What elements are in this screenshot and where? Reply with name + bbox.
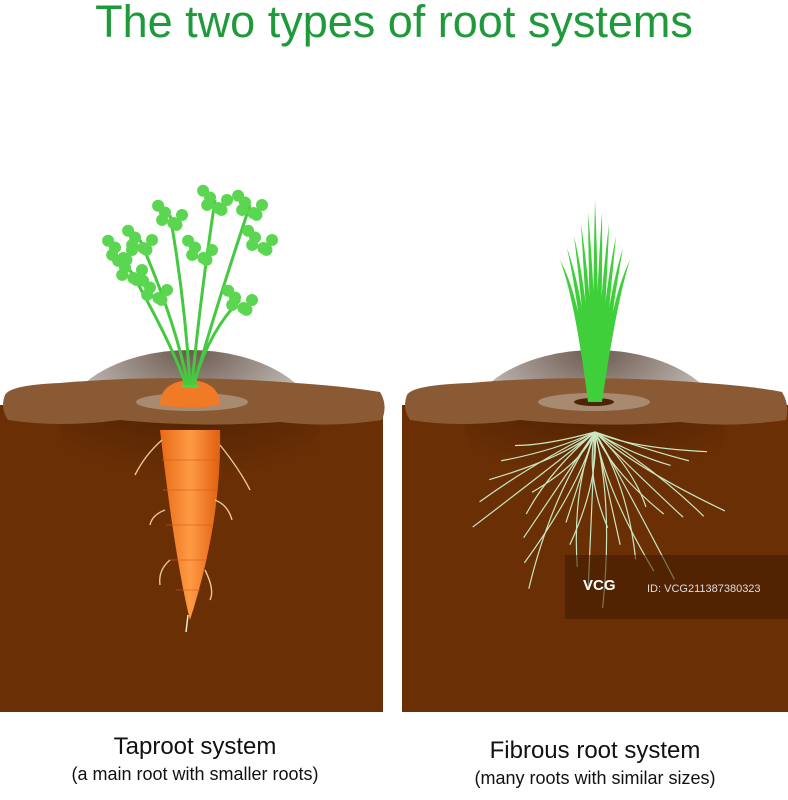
root-strand	[479, 431, 596, 503]
watermark-id: ID: VCG211387380323	[647, 583, 761, 595]
grass-blades	[560, 200, 630, 402]
grass-blade	[594, 212, 603, 402]
leaflet	[126, 244, 138, 256]
root-strand	[591, 431, 609, 529]
leaflet	[197, 184, 210, 197]
leaflet	[197, 251, 210, 264]
leaflet	[137, 241, 150, 254]
leaflet	[116, 268, 129, 281]
fibrous-caption: Fibrous root system (many roots with sim…	[455, 737, 735, 789]
leaflet	[236, 203, 249, 216]
leaflet	[122, 224, 135, 237]
root-strand	[472, 431, 596, 528]
watermark-logo: VCG	[583, 577, 616, 594]
leaflet	[232, 189, 245, 202]
root-strand	[569, 431, 597, 546]
leaflet	[167, 216, 180, 229]
leaflet	[256, 199, 268, 211]
leaflet	[212, 201, 225, 214]
leaflet	[136, 264, 148, 276]
grass-blade	[598, 260, 630, 402]
carrot-leaves	[102, 184, 278, 386]
leaflet	[266, 234, 278, 246]
root-strand	[594, 431, 726, 512]
leaflet	[152, 291, 165, 304]
leaflet	[257, 241, 270, 254]
leaflet	[146, 234, 158, 246]
leaflet	[102, 234, 115, 247]
leaflet	[222, 284, 235, 297]
leaflet	[117, 251, 130, 264]
taproot-label: Taproot system	[113, 733, 277, 760]
leaflet	[206, 244, 218, 256]
root-strand	[531, 431, 596, 493]
root-strand	[514, 431, 596, 447]
leaflet	[161, 284, 173, 296]
leaflet	[176, 209, 188, 221]
page-title: The two types of root systems	[95, 0, 693, 47]
root-strand	[594, 431, 671, 467]
leaflet	[246, 294, 258, 306]
root-strand	[594, 431, 708, 453]
leaflet	[246, 238, 259, 251]
taproot-caption: Taproot system (a main root with smaller…	[60, 733, 330, 785]
leaflet	[137, 274, 150, 287]
leaflet	[127, 271, 140, 284]
leaflet	[242, 224, 255, 237]
root-strand	[594, 431, 684, 518]
fibrous-roots	[472, 431, 726, 609]
fibrous-soil	[402, 350, 788, 712]
fibrous-description: (many roots with similar sizes)	[474, 768, 716, 788]
taproot-description: (a main root with smaller roots)	[71, 764, 319, 784]
leaflet	[201, 198, 214, 211]
root-strand	[594, 431, 665, 515]
root-strand	[528, 431, 596, 589]
watermark: VCG ID: VCG211387380323	[565, 555, 788, 619]
root-strand	[575, 431, 596, 567]
leaflet	[141, 288, 154, 301]
root-strand	[525, 431, 596, 515]
carrot-taproot	[134, 380, 251, 633]
grass-blade	[596, 236, 616, 402]
root-strand	[594, 431, 655, 572]
leaflet	[106, 248, 119, 261]
root-strand	[594, 431, 690, 462]
grass-blade	[567, 248, 593, 402]
grass-blade	[560, 260, 592, 402]
leaflet	[237, 301, 250, 314]
leaflet	[182, 234, 195, 247]
leaflet	[247, 206, 260, 219]
leaflet	[221, 194, 233, 206]
fibrous-label: Fibrous root system	[489, 737, 701, 764]
leaflet	[152, 199, 165, 212]
grass-blade	[595, 224, 609, 402]
leaflet	[156, 213, 169, 226]
leaflet	[226, 298, 239, 311]
leaflet	[186, 248, 199, 261]
